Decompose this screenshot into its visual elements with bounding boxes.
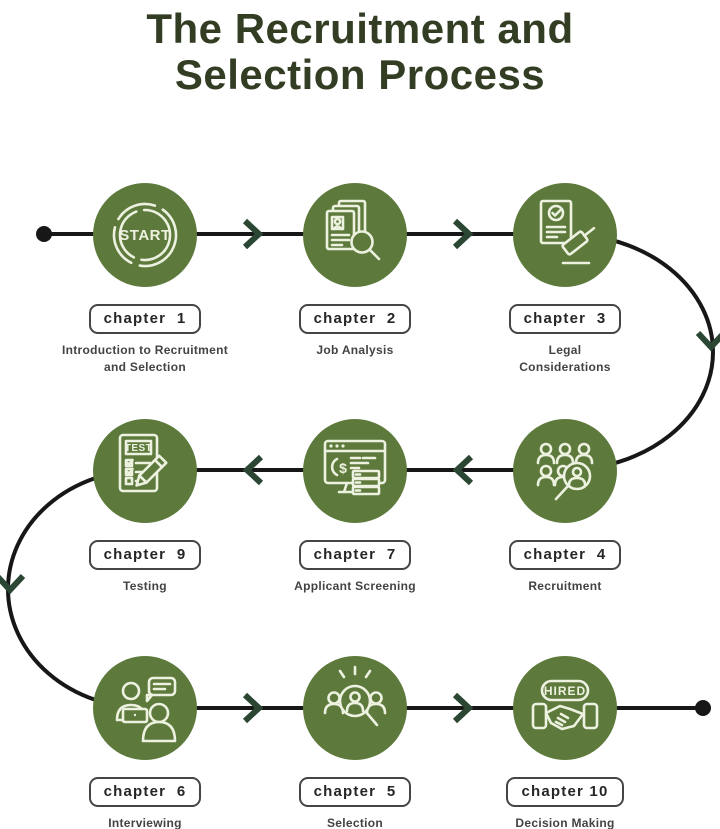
chapter-badge: chapter 9 (88, 540, 202, 570)
arrow-down-icon (695, 330, 720, 352)
node-circle (303, 183, 407, 287)
chapter-label: Selection (326, 816, 384, 829)
node-circle: $ (303, 419, 407, 523)
chapter-badge: chapter 5 (298, 777, 412, 807)
applicant-screening-icon: $ (323, 439, 387, 496)
start-icon-label: START (119, 227, 170, 244)
interviewing-icon (115, 676, 177, 743)
chapter-badge: chapter 3 (508, 304, 622, 334)
chapter-label: Recruitment (528, 579, 602, 593)
decision-making-icon: HIRED (531, 679, 599, 731)
chapter-badge: chapter 6 (88, 777, 202, 807)
node-chapter-10: HIRED chapter 10 Decision Making (455, 656, 675, 829)
chapter-label: Introduction to Recruitment and Selectio… (61, 343, 229, 375)
chapter-badge: chapter 7 (298, 540, 412, 570)
node-chapter-7: $ chapter 7 Applicant Screening (245, 419, 465, 595)
start-dot (36, 226, 52, 242)
node-circle (93, 656, 197, 760)
node-circle: HIRED (513, 656, 617, 760)
node-circle (513, 183, 617, 287)
page-title: The Recruitment and Selection Process (0, 5, 720, 99)
selection-icon (323, 665, 387, 727)
node-chapter-6: chapter 6 Interviewing (35, 656, 255, 829)
chapter-label: Job Analysis (316, 343, 394, 357)
node-chapter-3: chapter 3 Legal Considerations (455, 183, 675, 377)
chapter-label: Testing (123, 579, 167, 593)
node-chapter-9: TEST chapter 9 Testing (35, 419, 255, 595)
job-analysis-icon (325, 199, 381, 261)
page-title-line-2: Selection Process (174, 51, 546, 99)
testing-icon-label: TEST (125, 443, 153, 454)
node-chapter-2: chapter 2 Job Analysis (245, 183, 465, 359)
arrow-right-icon (242, 692, 264, 724)
chapter-label: Decision Making (515, 816, 615, 829)
node-circle (513, 419, 617, 523)
node-chapter-1: START chapter 1 Introduction to Recruitm… (35, 183, 255, 377)
testing-icon: TEST (118, 433, 168, 493)
arrow-left-icon (452, 454, 474, 486)
chapter-label: Legal Considerations (519, 343, 611, 375)
node-circle (303, 656, 407, 760)
node-circle: START (93, 183, 197, 287)
svg-text:$: $ (339, 460, 347, 476)
node-chapter-4: chapter 4 Recruitment (455, 419, 675, 595)
end-dot (695, 700, 711, 716)
hired-icon-label: HIRED (544, 684, 586, 698)
arrow-down-icon (0, 573, 26, 595)
page-title-line-1: The Recruitment and (146, 5, 574, 52)
node-circle: TEST (93, 419, 197, 523)
chapter-label: Applicant Screening (294, 579, 416, 593)
arrow-right-icon (452, 692, 474, 724)
chapter-badge: chapter 1 (88, 304, 202, 334)
arrow-right-icon (242, 218, 264, 250)
arrow-right-icon (452, 218, 474, 250)
node-chapter-5: chapter 5 Selection (245, 656, 465, 829)
start-icon: START (112, 202, 178, 268)
chapter-badge: chapter 2 (298, 304, 412, 334)
chapter-label: Interviewing (108, 816, 182, 829)
chapter-badge: chapter 4 (508, 540, 622, 570)
chapter-badge: chapter 10 (506, 777, 624, 807)
recruitment-icon (536, 442, 594, 501)
legal-considerations-icon (539, 199, 596, 265)
arrow-left-icon (242, 454, 264, 486)
